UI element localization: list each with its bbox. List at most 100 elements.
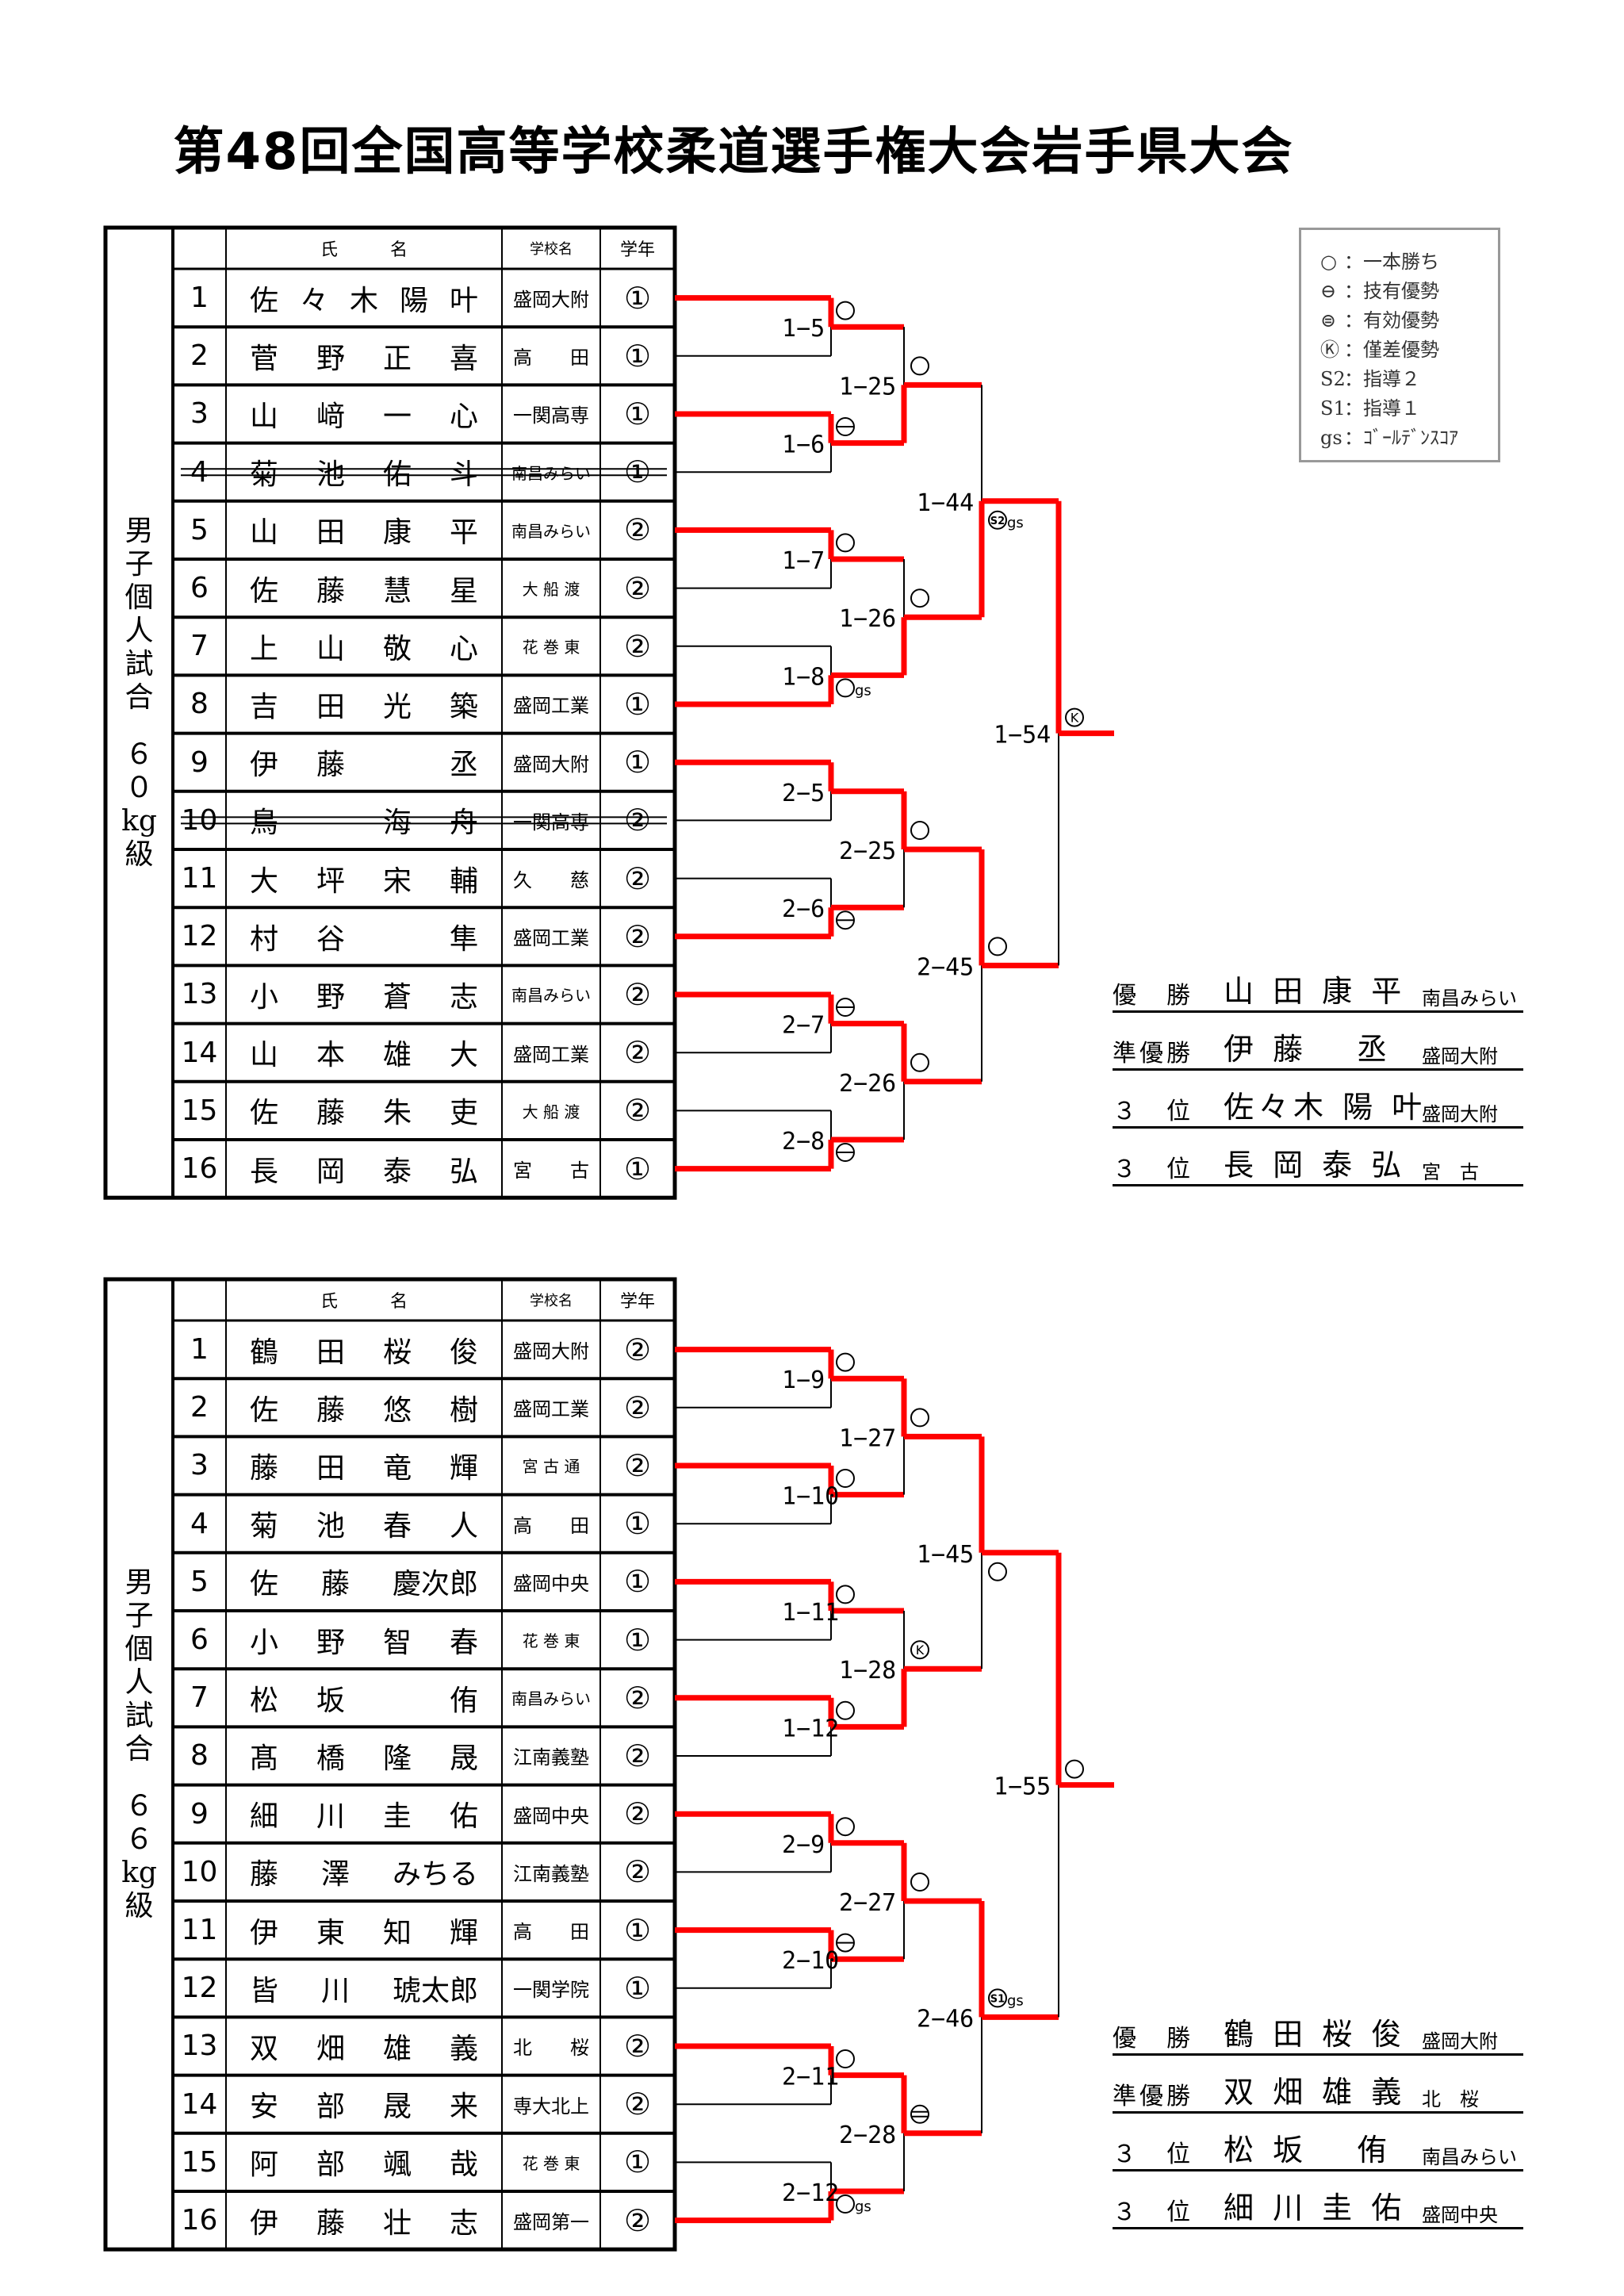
match-number: 2−9 — [782, 1831, 825, 1859]
match-number: 2−5 — [782, 780, 825, 807]
match-number: 1−7 — [782, 547, 825, 575]
player-name-part: 雄 — [382, 1039, 412, 1072]
player-grade: ② — [623, 1738, 652, 1773]
player-number: 3 — [190, 1449, 209, 1482]
match-number: 2−46 — [917, 2005, 974, 2033]
player-name-part: 志 — [449, 980, 478, 1014]
player-school: 専大北上 — [513, 2095, 589, 2118]
player-name-part: 藤 — [250, 1451, 279, 1485]
event-label-char: 試 — [124, 648, 154, 680]
player-name-part: 安 — [250, 2091, 279, 2124]
player-name-part: 佐 — [250, 574, 279, 608]
player-name-part: 野 — [316, 980, 345, 1014]
svg-text:K: K — [916, 1642, 925, 1658]
player-school: 大 船 渡 — [522, 1102, 580, 1121]
player-grade: ② — [623, 976, 652, 1012]
player-grade: ① — [623, 745, 652, 780]
player-grade: ② — [623, 628, 652, 664]
player-name-part: 大 — [250, 864, 279, 898]
result-mark-icon — [988, 937, 1007, 956]
player-name-part: 星 — [449, 574, 478, 608]
player-name-part: 俊 — [449, 1336, 478, 1369]
result-mark-icon — [836, 1817, 855, 1837]
player-number: 12 — [181, 920, 218, 953]
player-name-part: 樹 — [449, 1393, 478, 1427]
match-number: 1−28 — [839, 1657, 896, 1685]
result-name: 佐々木 陽 叶 — [1224, 1090, 1427, 1125]
legend-text: ：一本勝ち — [1344, 251, 1439, 273]
player-number: 11 — [181, 1914, 218, 1947]
player-number: 16 — [181, 2204, 218, 2237]
result-mark-icon — [910, 356, 929, 376]
player-grade: ② — [623, 2087, 652, 2122]
legend-item: Ⓚ：僅差優勢 — [1320, 334, 1498, 363]
player-school: 盛岡工業 — [513, 927, 589, 950]
header-name: 氏 名 — [320, 1292, 408, 1312]
legend-item: gs：ｺﾞｰﾙﾃﾞﾝｽｺｱ — [1320, 422, 1498, 451]
player-name-part: 一 — [382, 400, 412, 433]
event-label-char: kg — [121, 1857, 157, 1889]
player-name-part: 岡 — [316, 1155, 345, 1188]
player-name: 藤澤みちる — [226, 1843, 502, 1901]
result-mark-icon — [910, 821, 929, 840]
player-number: 2 — [190, 1391, 209, 1424]
legend-symbol-icon: ⊖ — [1320, 280, 1337, 302]
match-number: 2−10 — [782, 1947, 839, 1975]
player-school: 盛岡大附 — [513, 753, 589, 776]
player-number: 2 — [190, 339, 209, 373]
header-school: 学校名 — [530, 1293, 573, 1309]
match-number: 2−8 — [782, 1128, 825, 1156]
player-school: 盛岡工業 — [513, 1398, 589, 1421]
player-number: 9 — [190, 1797, 209, 1830]
player-school: 花 巻 東 — [522, 2153, 580, 2173]
player-name-part: 池 — [316, 1510, 345, 1543]
player-name-part: 本 — [316, 1039, 345, 1072]
match-number: 1−5 — [782, 315, 825, 343]
player-name: 松坂侑 — [226, 1669, 502, 1727]
match-number: 2−26 — [839, 1070, 896, 1098]
player-name: 皆川琥太郎 — [226, 1959, 502, 2017]
result-row: 準優勝伊 藤 丞盛岡大附 — [1113, 1027, 1523, 1071]
player-name: 伊東知輝 — [226, 1901, 502, 1959]
event-label-char: 試 — [124, 1700, 154, 1732]
result-school: 盛岡大附 — [1422, 1045, 1498, 1068]
player-number: 4 — [190, 1507, 209, 1540]
player-name-part: 正 — [382, 342, 412, 375]
legend-item: S1：指導１ — [1320, 393, 1498, 422]
player-name-part: 藤 — [320, 1568, 350, 1601]
player-school: 花 巻 東 — [522, 1631, 580, 1651]
player-name: 大坪宋輔 — [226, 849, 502, 907]
table-frame — [103, 1277, 677, 2252]
player-name-part: 村 — [250, 922, 279, 956]
player-name-part: 輔 — [449, 864, 478, 898]
player-name-part: 佐 — [250, 1568, 279, 1601]
player-name-part: 藤 — [316, 1393, 345, 1427]
player-name-part: 吏 — [449, 1097, 478, 1130]
player-name-part: 山 — [250, 400, 279, 433]
player-name-part: 伊 — [250, 2206, 279, 2240]
player-grade: ② — [623, 2202, 652, 2238]
result-mark-icon — [910, 1052, 929, 1072]
player-name-part: 弘 — [449, 1155, 478, 1188]
result-mark-icon — [836, 998, 855, 1017]
player-name: 藤田竜輝 — [226, 1436, 502, 1494]
result-rank: ３ 位 — [1113, 2141, 1193, 2168]
match-number: 1−9 — [782, 1366, 825, 1394]
player-grade: ① — [623, 1506, 652, 1542]
player-number: 5 — [190, 513, 209, 546]
player-name-part: 長 — [250, 1155, 279, 1188]
player-name-part: 喜 — [449, 342, 478, 375]
player-name: 菅野正喜 — [226, 327, 502, 385]
legend-text: ：有効優勢 — [1344, 309, 1439, 332]
player-name-part: 部 — [316, 2091, 345, 2124]
event-label-char: 個 — [124, 1633, 154, 1665]
player-school: 盛岡工業 — [513, 695, 589, 718]
result-mark-icon — [836, 678, 855, 698]
result-mark-icon — [836, 1700, 855, 1720]
player-name-part: 松 — [250, 1684, 279, 1717]
event-label-char: 子 — [124, 548, 154, 581]
player-school: 一関高専 — [513, 404, 589, 427]
match-number: 1−44 — [917, 489, 974, 517]
match-number: 2−45 — [917, 953, 974, 981]
